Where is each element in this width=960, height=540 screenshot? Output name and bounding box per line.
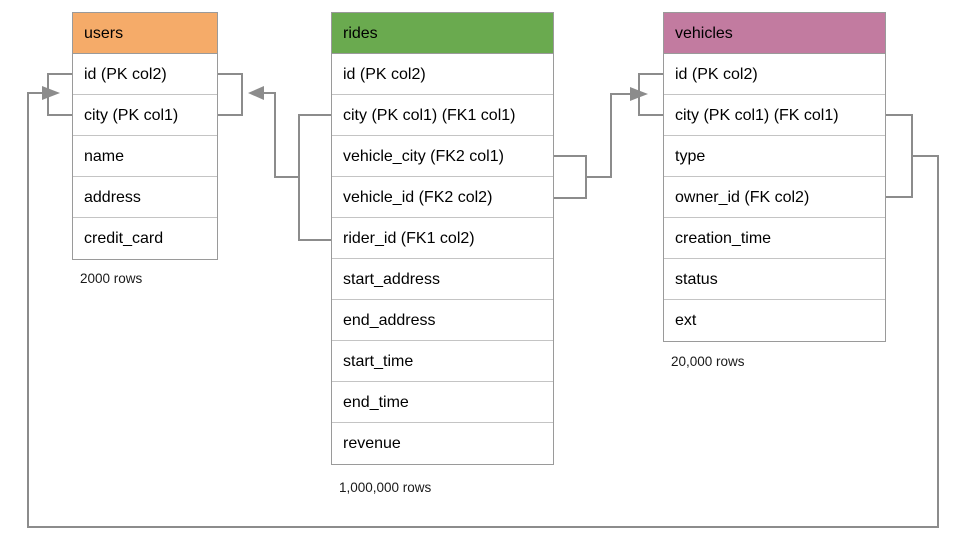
table-users-header: users [73, 13, 217, 54]
table-rides-column-id[interactable]: id (PK col2) [332, 54, 553, 95]
table-rides-column-end-time[interactable]: end_time [332, 382, 553, 423]
table-vehicles-column-status[interactable]: status [664, 259, 885, 300]
connector-rides-to-users [218, 73, 331, 241]
table-vehicles-row-count: 20,000 rows [671, 354, 745, 369]
table-rides[interactable]: rides id (PK col2) city (PK col1) (FK1 c… [331, 12, 554, 465]
connector-rides-to-users-path [262, 92, 299, 178]
table-vehicles-column-owner-id[interactable]: owner_id (FK col2) [664, 177, 885, 218]
table-users-column-name[interactable]: name [73, 136, 217, 177]
users-right-bracket [218, 73, 243, 116]
table-users-column-id[interactable]: id (PK col2) [73, 54, 217, 95]
connector-rides-to-users-arrowhead [248, 86, 264, 100]
table-users-row-count: 2000 rows [80, 271, 143, 286]
table-vehicles-column-creation-time[interactable]: creation_time [664, 218, 885, 259]
table-users-column-credit-card[interactable]: credit_card [73, 218, 217, 259]
table-users[interactable]: users id (PK col2) city (PK col1) name a… [72, 12, 218, 260]
connector-rides-to-users-bracket [298, 114, 331, 241]
table-vehicles-header: vehicles [664, 13, 885, 54]
table-rides-column-city[interactable]: city (PK col1) (FK1 col1) [332, 95, 553, 136]
table-rides-column-start-address[interactable]: start_address [332, 259, 553, 300]
table-rides-column-vehicle-id[interactable]: vehicle_id (FK2 col2) [332, 177, 553, 218]
table-vehicles-column-type[interactable]: type [664, 136, 885, 177]
table-vehicles-column-id[interactable]: id (PK col2) [664, 54, 885, 95]
connector-rides-to-vehicles-bracket [554, 155, 587, 199]
users-left-bracket [47, 73, 72, 116]
table-rides-header: rides [332, 13, 553, 54]
connector-vehicles-to-users-arrowhead [42, 86, 60, 100]
table-rides-column-vehicle-city[interactable]: vehicle_city (FK2 col1) [332, 136, 553, 177]
table-vehicles[interactable]: vehicles id (PK col2) city (PK col1) (FK… [663, 12, 886, 342]
table-rides-column-start-time[interactable]: start_time [332, 341, 553, 382]
table-rides-column-end-address[interactable]: end_address [332, 300, 553, 341]
table-vehicles-column-ext[interactable]: ext [664, 300, 885, 341]
connector-rides-to-vehicles [554, 73, 663, 199]
table-vehicles-column-city[interactable]: city (PK col1) (FK col1) [664, 95, 885, 136]
vehicles-left-bracket [638, 73, 663, 116]
table-rides-column-rider-id[interactable]: rider_id (FK1 col2) [332, 218, 553, 259]
table-users-column-city[interactable]: city (PK col1) [73, 95, 217, 136]
table-users-column-address[interactable]: address [73, 177, 217, 218]
connector-vehicles-to-users-bracket [886, 114, 913, 198]
table-rides-column-revenue[interactable]: revenue [332, 423, 553, 464]
connector-rides-to-vehicles-arrowhead [630, 87, 648, 101]
connector-rides-to-vehicles-path [586, 93, 631, 178]
table-rides-row-count: 1,000,000 rows [339, 480, 432, 495]
